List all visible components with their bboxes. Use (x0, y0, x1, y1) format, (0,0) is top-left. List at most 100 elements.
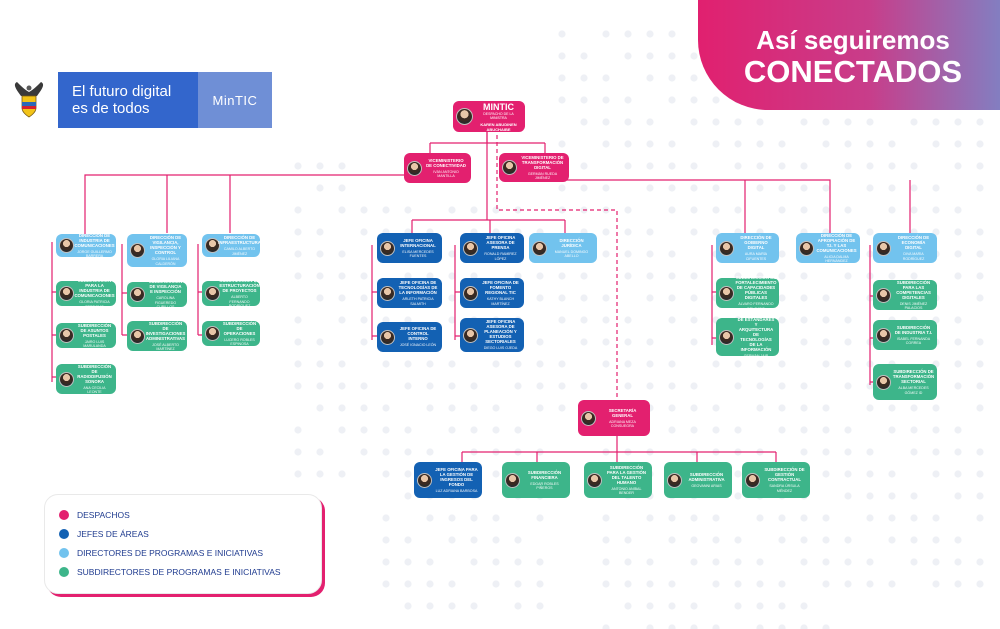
header-logo-block: El futuro digital es de todos MinTIC (0, 72, 272, 128)
box-title: JEFE OFICINA INTERNACIONAL (400, 237, 436, 248)
box-person-name: ISABEL FERNANDA CORREA (896, 336, 931, 345)
org-box: SUBDIRECCIÓN PARA LAS COMPETENCIAS DIGIT… (873, 280, 937, 310)
box-title: SUBDIRECCIÓN DE INDUSTRIA T.I. (894, 324, 933, 335)
box-person-name: JOSÉ IGNACIO LEÓN (399, 343, 437, 348)
box-title: JEFE OFICINA PARA LA GESTIÓN DE INGRESOS… (435, 466, 478, 487)
org-box: SUBDIRECCIÓN DE ESTÁNDARES Y ARQUITECTUR… (716, 312, 779, 362)
vice-transformacion-box: VICEMINISTERIO DE TRANSFORMACIÓN DIGITAL… (499, 153, 569, 182)
box-person-name: JOSÉ ALBERTO MARTÍNEZ (152, 342, 179, 351)
mintic-name: KAREN ABUDINEN ABUCHAIBE (480, 121, 517, 132)
avatar (502, 160, 517, 175)
banner-line-1: Así seguiremos (756, 25, 950, 55)
box-person-name: MANUEL DOMINGO ABELLO (554, 249, 589, 258)
box-title: SUBDIRECCIÓN DE INVESTIGACIONES ADMINIST… (145, 320, 186, 341)
box-title: SECRETARÍA GENERAL (608, 407, 637, 418)
box-title: JEFE OFICINA ASESORA DE PRENSA (485, 235, 516, 251)
conectados-banner: Así seguiremos CONECTADOS (698, 0, 1000, 110)
box-person-name: LUCERO ROBLES ESPINOSA (224, 337, 255, 346)
avatar (876, 240, 891, 256)
avatar (380, 285, 395, 301)
legend-item: JEFES DE ÁREAS (59, 524, 307, 543)
box-title: JEFE OFICINA ASESORA DE PLANEACIÓN Y EST… (484, 319, 517, 345)
box-title: DIRECCIÓN DE INDUSTRIA DE COMUNICACIONES (74, 232, 115, 248)
slogan-line-2: es de todos (72, 100, 150, 117)
org-box: SUBDIRECCIÓN PARA LA INDUSTRIA DE COMUNI… (56, 278, 116, 309)
avatar (59, 371, 74, 387)
box-person-name: DIEGO LUIS OJEDA (483, 346, 518, 351)
org-box: DIRECCIÓN DE INDUSTRIA DE COMUNICACIONES… (56, 232, 116, 258)
avatar (876, 374, 891, 390)
avatar (463, 327, 478, 343)
box-title: JEFE OFICINA DE CONTROL INTERNO (399, 326, 437, 342)
slogan-panel: El futuro digital es de todos (58, 72, 198, 128)
box-title: SUBDIRECCIÓN DE VIGILANCIA E INSPECCIÓN (148, 279, 183, 295)
mintic-title: MINTIC (483, 101, 514, 112)
box-title: SUBDIRECCIÓN DE OPERACIONES (222, 320, 257, 336)
coat-of-arms-logo (0, 72, 58, 128)
legend-label: SUBDIRECTORES DE PROGRAMAS E INICIATIVAS (77, 566, 281, 577)
legend-swatch (59, 566, 69, 577)
org-box: SUBDIRECCIÓN DE INDUSTRIA T.I.ISABEL FER… (873, 320, 937, 350)
org-box: DIRECCIÓN DE APROPIACIÓN DE T.I. Y LAS C… (796, 233, 860, 263)
avatar (719, 285, 734, 301)
box-title: JEFE OFICINA DE FOMENTO REGIONAL TIC (482, 280, 519, 296)
org-box: JEFE OFICINA PARA LA GESTIÓN DE INGRESOS… (414, 462, 482, 498)
avatar (505, 472, 520, 488)
avatar (876, 287, 891, 303)
box-title: VICEMINISTERIO DE TRANSFORMACIÓN DIGITAL (521, 154, 564, 170)
legend-swatch (59, 528, 69, 539)
box-title: DIRECCIÓN DE GOBIERNO DIGITAL (740, 235, 772, 251)
box-person-name: ÁLVARO FERNANDO DELGADO (738, 302, 774, 311)
box-person-name: GERMÁN JAIR CASTILLO (743, 353, 769, 362)
box-title: SUBDIRECCIÓN DE FORTALECIMIENTO DE CAPAC… (735, 275, 777, 301)
legend-swatch (59, 547, 69, 558)
avatar (59, 238, 74, 253)
mintic-minister-box: MINTIC DESPACHO DE LA MINISTRA KAREN ABU… (453, 101, 525, 132)
box-title: SUBDIRECCIÓN DE ESTRUCTURACIÓN DE PROYEC… (219, 278, 260, 294)
org-box: SUBDIRECCIÓN DE ESTRUCTURACIÓN DE PROYEC… (202, 278, 260, 309)
box-person-name: EDGAR ROBLES PIÑEROS (530, 481, 559, 490)
legend-item: SUBDIRECTORES DE PROGRAMAS E INICIATIVAS (59, 562, 307, 581)
box-person-name: DENIS JIMÉNEZ PALACIOS (899, 301, 928, 310)
legend-swatch (59, 509, 69, 520)
avatar (532, 240, 547, 256)
avatar (130, 243, 145, 258)
avatar (719, 240, 734, 256)
box-person-name: RONALD RAMÍREZ LÓPEZ (484, 252, 517, 261)
org-box: SUBDIRECCIÓN DE TRANSFORMACIÓN SECTORIAL… (873, 364, 937, 400)
box-title: SUBDIRECCIÓN DE ESTÁNDARES Y ARQUITECTUR… (737, 311, 775, 352)
box-title: VICEMINISTERIO DE CONECTIVIDAD (426, 157, 466, 168)
avatar (130, 328, 145, 344)
org-box: SUBDIRECCIÓN DE INVESTIGACIONES ADMINIST… (127, 321, 187, 351)
box-person-name: CAROLINA FIGUEREDO CUBILLOS (154, 296, 177, 310)
box-title: DIRECCIÓN JURÍDICA (559, 237, 584, 248)
box-title: SUBDIRECCIÓN DE GESTIÓN CONTRACTUAL (764, 467, 805, 483)
org-box: SUBDIRECCIÓN PARA LA GESTIÓN DEL TALENTO… (584, 462, 652, 498)
avatar (745, 472, 760, 488)
avatar (205, 286, 220, 301)
box-title: SUBDIRECCIÓN ADMINISTRATIVA (688, 471, 725, 482)
box-person-name: ARLETH PATRICIA SALMITH (402, 297, 434, 306)
avatar (380, 240, 395, 256)
avatar (205, 326, 220, 341)
box-person-name: ALBERTO FERNANDO RODRÍGUEZ (228, 295, 251, 309)
avatar (59, 328, 74, 343)
legend-item: DIRECTORES DE PROGRAMAS E INICIATIVAS (59, 543, 307, 562)
brand-panel: MinTIC (198, 72, 272, 128)
box-title: DIRECCIÓN DE INFRAESTRUCTURA (218, 235, 261, 246)
box-person-name: ADRIANA MEZA CONSUEGRA (609, 419, 636, 428)
